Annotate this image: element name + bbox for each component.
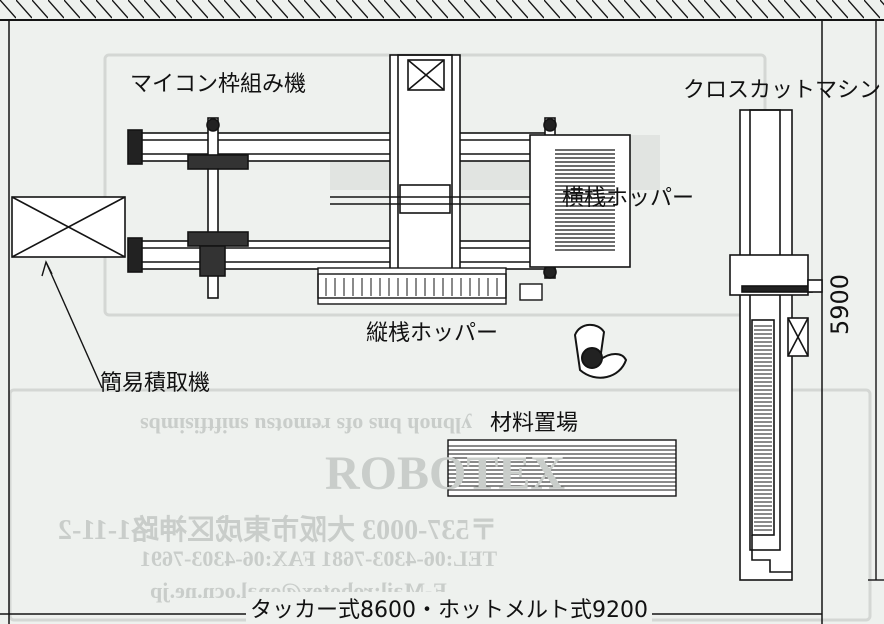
label-crosscut-machine: クロスカットマシン [683, 78, 882, 103]
dimension-height-label: 5900 [826, 273, 854, 335]
vertical-hopper-slats [325, 278, 498, 296]
dimension-5900 [868, 20, 884, 581]
material-storage-lines [448, 445, 676, 491]
simple-stacker-box [11, 196, 126, 258]
label-material-storage: 材料置場 [490, 411, 579, 436]
label-horizontal-hopper: 横桟ホッパー [562, 186, 695, 211]
dimension-width-label: タッカー式8600・ホットメルト式9200 [246, 592, 652, 624]
label-simple-stacker: 簡易積取機 [100, 371, 211, 396]
operator-icon [573, 323, 628, 379]
stacker-leader-line [41, 260, 103, 389]
watermark-company: ROBOTEX [325, 447, 566, 500]
vertical-hopper [317, 267, 543, 305]
frame-machine [127, 54, 631, 299]
boundary-lines [8, 20, 823, 624]
material-storage [447, 439, 677, 497]
crosscut-machine [729, 109, 823, 581]
horizontal-hopper-slats [555, 149, 615, 251]
label-vertical-hopper: 縦桟ホッパー [366, 321, 499, 346]
watermark-tagline: ylbnoh bns ofs remotsu sniftfisimbs [140, 413, 473, 438]
crosscut-rollers [754, 325, 772, 531]
watermark-tel: TEL:06-4303-7681 FAX:06-4303-7691 [140, 546, 498, 571]
watermark-address: 〒537-0003 大阪市東成区神路1-11-2 [58, 515, 498, 546]
label-frame-machine: マイコン枠組み機 [130, 72, 307, 97]
wall [0, 0, 884, 21]
